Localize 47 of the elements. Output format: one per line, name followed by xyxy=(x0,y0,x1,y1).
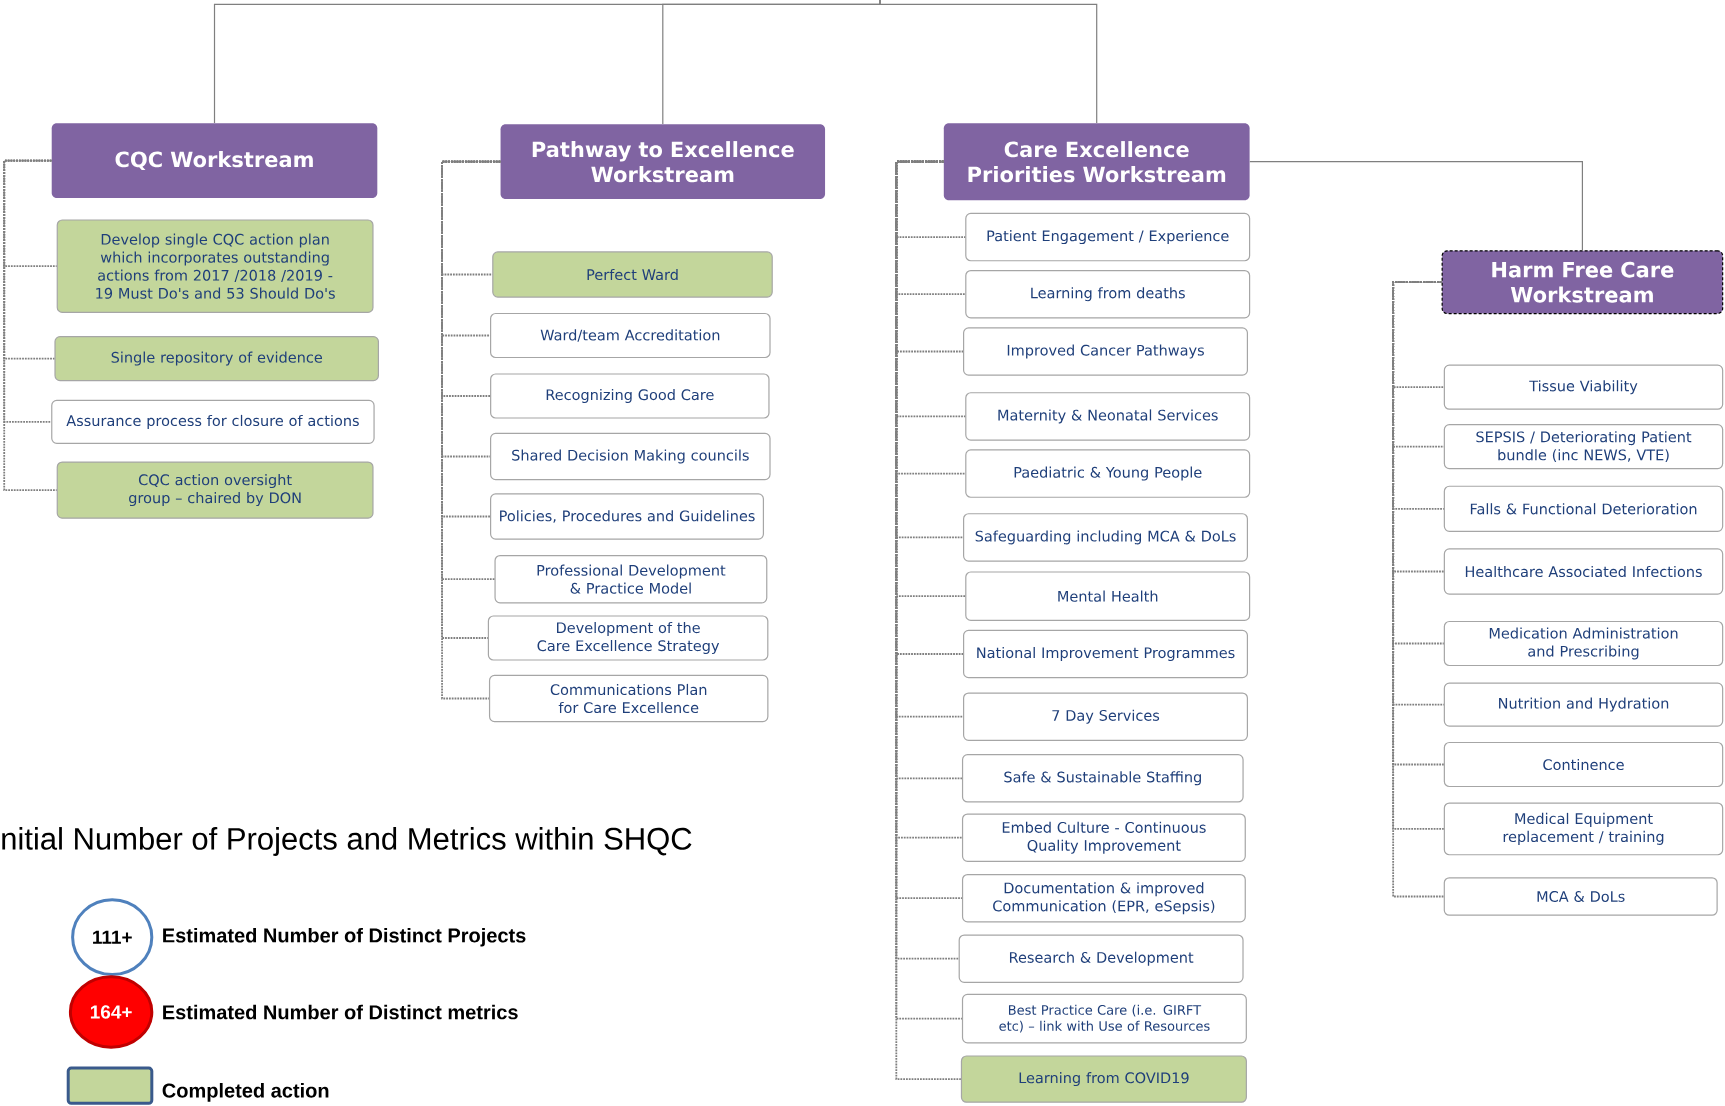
project-box: Ward/team Accreditation xyxy=(490,312,771,359)
project-box: Perfect Ward xyxy=(492,251,773,298)
project-box: Improved Cancer Pathways xyxy=(963,327,1248,376)
project-box: Shared Decision Making councils xyxy=(490,432,771,481)
project-box: Best Practice Care (i.e. GIRFT etc) – link with Use of Resources xyxy=(961,993,1247,1044)
title: nitial Number of Projects and Metrics within SHQC xyxy=(2,827,692,856)
project-box: National Improvement Programmes xyxy=(963,629,1248,679)
project-box: Tissue Viability xyxy=(1443,364,1724,410)
project-box: Falls & Functional Deterioration xyxy=(1443,485,1724,532)
project-box: Single repository of evidence xyxy=(54,336,379,382)
project-box: SEPSIS / Deteriorating Patient bundle (inc NEWS, VTE) xyxy=(1443,424,1724,470)
project-box: Policies, Procedures and Guidelines xyxy=(490,493,764,540)
connector-line xyxy=(3,159,58,491)
project-box: Safeguarding including MCA & DoLs xyxy=(963,513,1248,562)
node-label: Estimated Number of Distinct metrics xyxy=(163,1004,518,1020)
project-box: Medication Administration and Prescribing xyxy=(1443,620,1724,667)
project-box: Develop single CQC action plan which incorporates outstanding actions from 2017 /2018 /2019 - 19 Must Do's and 53 Should Do's xyxy=(56,219,374,313)
connector-line xyxy=(879,0,1098,124)
workstream-box: Pathway to Excellence Workstream xyxy=(500,124,826,200)
project-box: Learning from deaths xyxy=(965,269,1251,319)
project-box: Safe & Sustainable Staffing xyxy=(961,754,1244,803)
project-box: Research & Development xyxy=(958,934,1244,983)
project-box: Nutrition and Hydration xyxy=(1443,682,1724,727)
project-box: Learning from COVID19 xyxy=(960,1055,1247,1103)
workstream-box: Care Excellence Priorities Workstream xyxy=(943,123,1250,201)
project-box: Assurance process for closure of actions xyxy=(51,399,375,444)
project-box: Continence xyxy=(1443,741,1724,788)
project-box: Medical Equipment replacement / training xyxy=(1443,802,1724,856)
workstream-box: Harm Free Care Workstream xyxy=(1441,250,1724,315)
project-box: Embed Culture - Continuous Quality Improvement xyxy=(961,813,1246,862)
project-box: 7 Day Services xyxy=(963,692,1248,741)
project-box: MCA & DoLs xyxy=(1443,877,1718,916)
project-box: Maternity & Neonatal Services xyxy=(965,392,1251,441)
project-box: Recognizing Good Care xyxy=(490,373,770,419)
legend-label: Completed action xyxy=(162,1083,329,1102)
project-box: Communications Plan for Care Excellence xyxy=(488,674,769,723)
project-box: Healthcare Associated Infections xyxy=(1443,548,1724,595)
project-box: Mental Health xyxy=(965,571,1251,621)
project-box: CQC action oversight group – chaired by DON xyxy=(56,461,374,519)
project-box: Documentation & improved Communication (EPR, eSepsis) xyxy=(961,873,1246,923)
project-box: Professional Development & Practice Model xyxy=(494,554,768,604)
project-box: Patient Engagement / Experience xyxy=(965,212,1251,262)
node-label: Estimated Number of Distinct Projects xyxy=(163,927,526,947)
connector-line xyxy=(1249,161,1583,251)
project-box: Paediatric & Young People xyxy=(965,449,1251,498)
workstream-box: CQC Workstream xyxy=(51,123,378,198)
project-box: Development of the Care Excellence Strategy xyxy=(487,615,769,661)
